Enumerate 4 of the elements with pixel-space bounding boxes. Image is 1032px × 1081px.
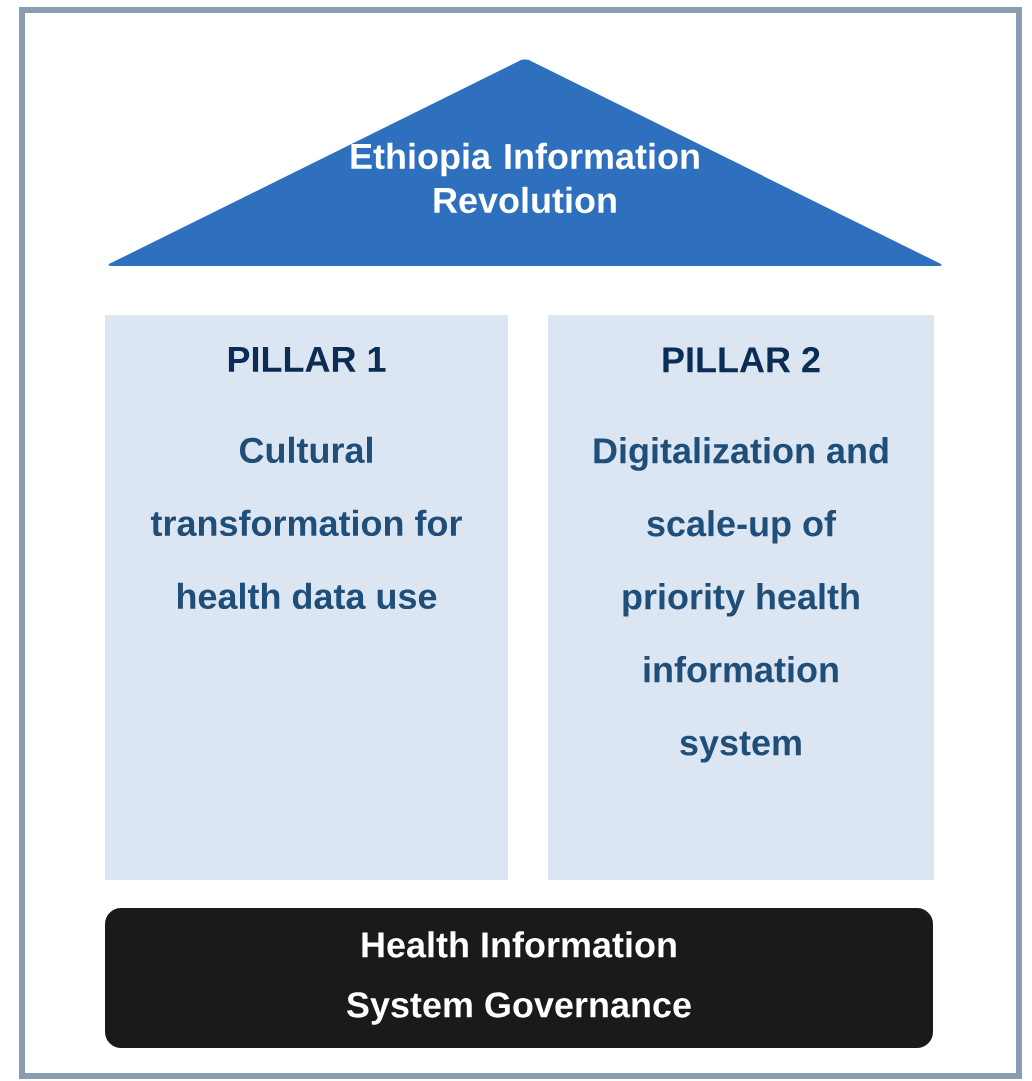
pillar-box: PILLAR 2 Digitalization and scale-up of priority health information system [548,315,934,880]
base-bar: Health Information System Governance [105,908,933,1048]
roof-banner: Ethiopia Information Revolution [108,59,942,266]
pillar-box: PILLAR 1 Cultural transformation for health data use [105,315,508,880]
